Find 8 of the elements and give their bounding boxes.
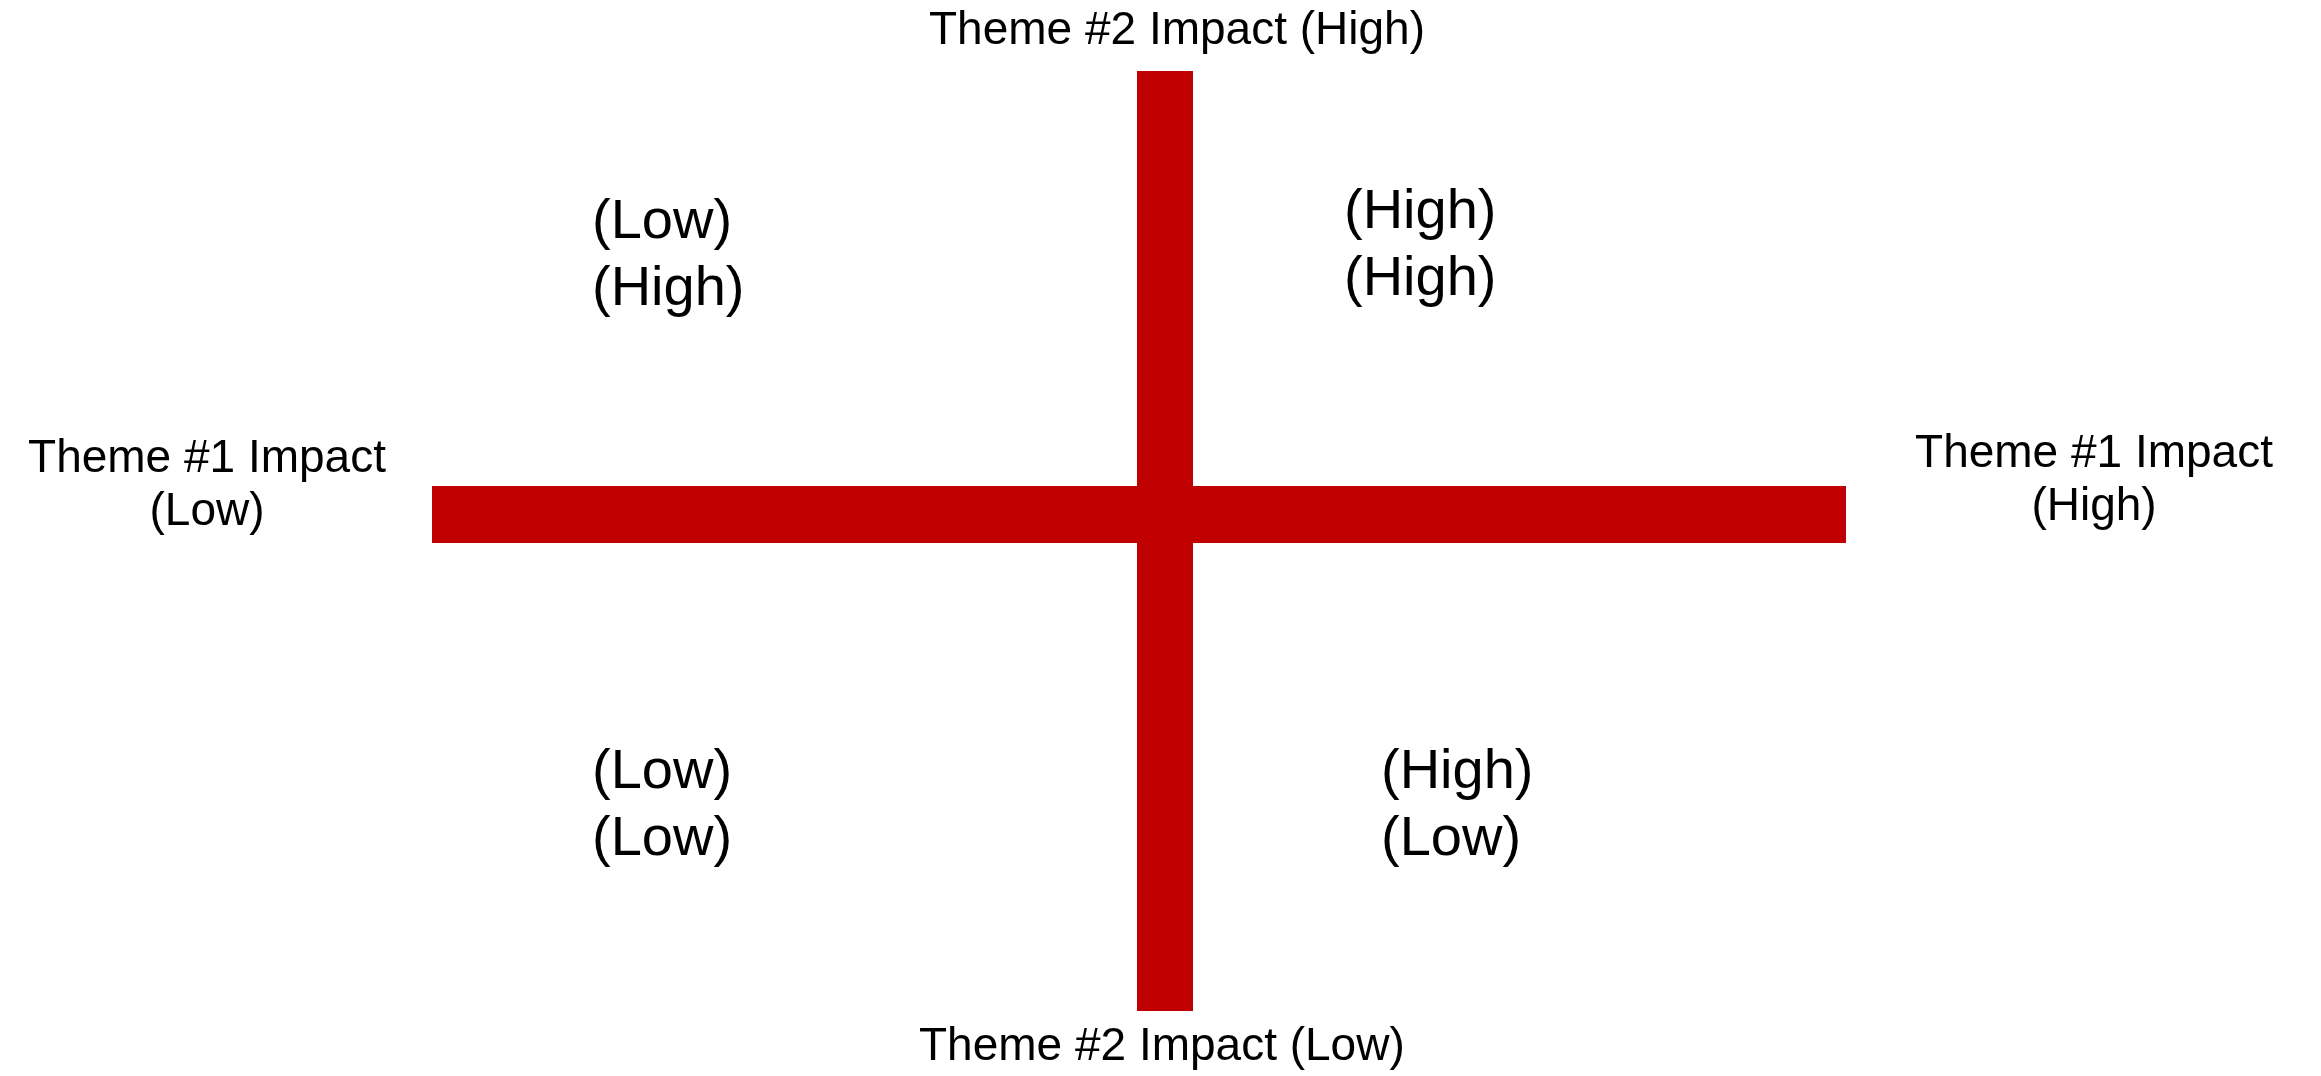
- quadrant-label: (High) (Low): [1381, 736, 1535, 870]
- quadrant-label: (Low) (High): [592, 186, 746, 320]
- axis-label: Theme #1 Impact (High): [1914, 425, 2274, 531]
- axis-label: Theme #2 Impact (Low): [919, 1018, 1405, 1071]
- axis-label: Theme #1 Impact (Low): [27, 430, 387, 536]
- quadrant-label: (Low) (Low): [592, 736, 734, 870]
- quadrant-label: (High) (High): [1344, 176, 1498, 310]
- axis-label: Theme #2 Impact (High): [929, 2, 1425, 55]
